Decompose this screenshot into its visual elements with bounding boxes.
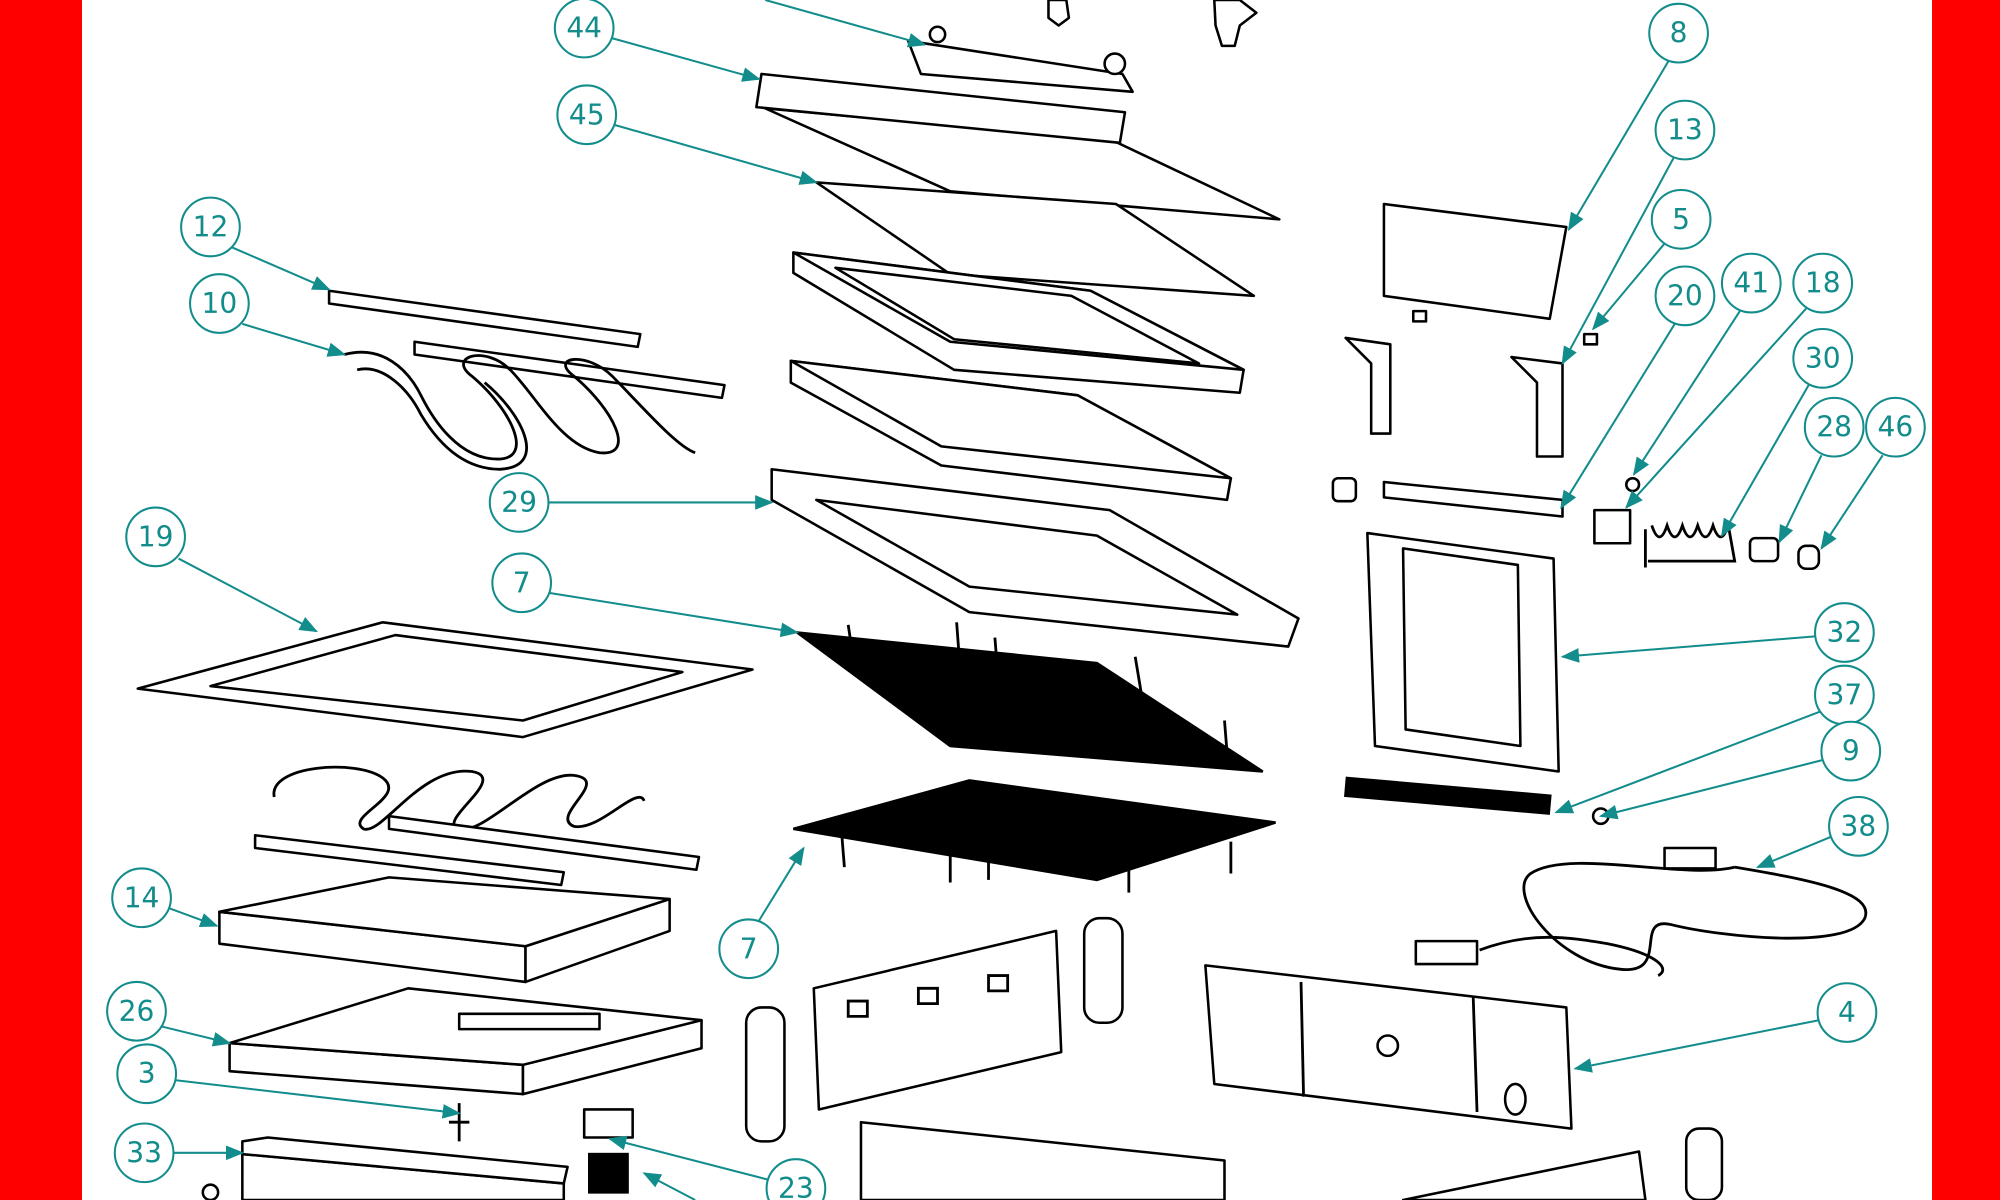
svg-text:33: 33 bbox=[126, 1136, 162, 1169]
part-38-power-cord bbox=[1414, 846, 1868, 977]
callout-3[interactable]: 3 bbox=[116, 1043, 462, 1119]
callout-30[interactable]: 30 bbox=[1721, 327, 1854, 538]
callout-9[interactable]: 9 bbox=[1598, 720, 1882, 820]
part-18-41-30-28-46-hardware bbox=[1593, 476, 1821, 571]
svg-text:7: 7 bbox=[740, 932, 758, 965]
callout-32[interactable]: 32 bbox=[1560, 602, 1875, 663]
svg-text:26: 26 bbox=[119, 995, 155, 1028]
svg-text:28: 28 bbox=[1816, 411, 1852, 444]
callout-26[interactable]: 26 bbox=[106, 980, 232, 1047]
callout-37[interactable]: 37 bbox=[1554, 664, 1875, 814]
svg-text:18: 18 bbox=[1805, 267, 1841, 300]
callout-33[interactable]: 33 bbox=[113, 1122, 245, 1184]
svg-text:45: 45 bbox=[569, 98, 605, 131]
callout-7-lower[interactable]: 7 bbox=[718, 846, 805, 980]
svg-text:20: 20 bbox=[1667, 279, 1703, 312]
top-hooks bbox=[1047, 0, 1258, 48]
svg-text:29: 29 bbox=[501, 486, 537, 519]
part-14-tray bbox=[218, 876, 671, 984]
part-45-plate bbox=[815, 181, 1256, 298]
part-19-frame bbox=[136, 621, 754, 739]
callout-41[interactable]: 41 bbox=[1632, 252, 1782, 476]
part-37-spring bbox=[1344, 776, 1610, 826]
svg-text:5: 5 bbox=[1672, 203, 1690, 236]
callout-12[interactable]: 12 bbox=[180, 196, 331, 291]
svg-text:3: 3 bbox=[138, 1057, 156, 1090]
part-26-tray bbox=[228, 987, 703, 1096]
callout-13[interactable]: 13 bbox=[1561, 99, 1716, 366]
svg-text:23: 23 bbox=[778, 1172, 814, 1200]
callout-14[interactable]: 14 bbox=[111, 867, 219, 929]
leader-top bbox=[765, 0, 927, 48]
callout-4[interactable]: 4 bbox=[1573, 982, 1878, 1073]
part-8-cover bbox=[1382, 202, 1599, 346]
callout-45[interactable]: 45 bbox=[556, 84, 819, 185]
callout-28[interactable]: 28 bbox=[1778, 396, 1865, 544]
svg-text:46: 46 bbox=[1878, 411, 1914, 444]
svg-text:4: 4 bbox=[1838, 996, 1856, 1029]
callout-7-upper[interactable]: 7 bbox=[491, 552, 800, 638]
callout-38[interactable]: 38 bbox=[1755, 796, 1889, 869]
callout-44[interactable]: 44 bbox=[553, 0, 761, 82]
bottom-panels bbox=[812, 929, 1647, 1200]
svg-text:38: 38 bbox=[1841, 810, 1877, 843]
callouts: 44 45 12 10 29 19 7 7 14 26 3 33 23 8 13… bbox=[106, 0, 1926, 1200]
part-23-switch bbox=[582, 1108, 634, 1194]
lower-bars bbox=[253, 814, 701, 887]
callout-29[interactable]: 29 bbox=[488, 472, 774, 533]
part-13-brackets bbox=[1344, 336, 1564, 458]
callout-46[interactable]: 46 bbox=[1820, 396, 1926, 550]
callout-10[interactable]: 10 bbox=[189, 273, 347, 357]
svg-text:19: 19 bbox=[138, 520, 174, 553]
svg-text:12: 12 bbox=[193, 210, 229, 243]
part-7-lower-plate bbox=[793, 779, 1276, 893]
callout-8[interactable]: 8 bbox=[1567, 2, 1709, 232]
svg-text:9: 9 bbox=[1842, 735, 1860, 768]
part-10-heating-element bbox=[344, 350, 696, 471]
svg-text:44: 44 bbox=[566, 12, 602, 45]
svg-text:8: 8 bbox=[1670, 17, 1688, 50]
svg-text:7: 7 bbox=[513, 566, 531, 599]
svg-text:14: 14 bbox=[124, 881, 160, 914]
callout-19[interactable]: 19 bbox=[125, 506, 318, 633]
red-frame-left bbox=[0, 0, 82, 1200]
part-32-housing bbox=[1366, 531, 1560, 773]
callout-5[interactable]: 5 bbox=[1591, 188, 1712, 331]
svg-text:13: 13 bbox=[1667, 114, 1703, 147]
svg-text:37: 37 bbox=[1827, 679, 1863, 712]
part-12-bars bbox=[327, 289, 726, 400]
part-44-cover bbox=[755, 72, 1281, 221]
callout-23[interactable]: 23 bbox=[607, 1135, 827, 1200]
top-bracket bbox=[906, 25, 1134, 94]
svg-text:41: 41 bbox=[1733, 267, 1769, 300]
part-33-bar bbox=[201, 1136, 569, 1200]
svg-text:32: 32 bbox=[1827, 616, 1863, 649]
part-29-frame bbox=[770, 468, 1300, 648]
svg-text:30: 30 bbox=[1805, 342, 1841, 375]
rollers bbox=[744, 916, 1724, 1200]
frame-upper bbox=[792, 251, 1245, 395]
part-20-rod bbox=[1331, 476, 1564, 518]
svg-text:10: 10 bbox=[202, 287, 238, 320]
callout-20[interactable]: 20 bbox=[1560, 265, 1716, 510]
frame-middle bbox=[789, 359, 1233, 502]
red-frame-right bbox=[1932, 0, 2000, 1200]
callout-18[interactable]: 18 bbox=[1625, 252, 1854, 509]
part-3-pin bbox=[448, 1103, 470, 1142]
parts bbox=[136, 0, 1868, 1200]
part-7-upper-plate bbox=[792, 622, 1264, 773]
lower-heating-element bbox=[272, 765, 646, 831]
